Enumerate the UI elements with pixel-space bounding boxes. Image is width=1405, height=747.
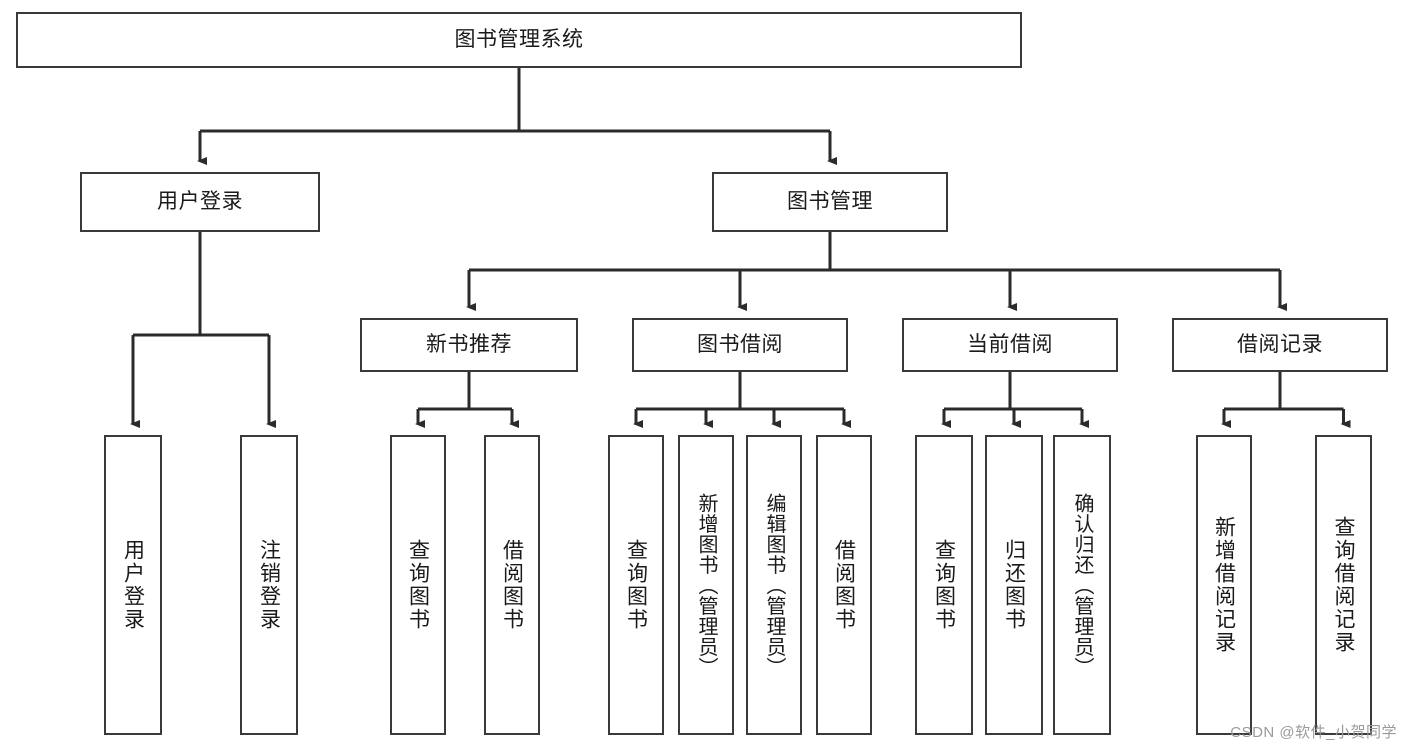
- node-book-manage[interactable]: 图书管理: [712, 172, 948, 232]
- node-leaf-add-book[interactable]: 新增图书（管理员）: [678, 435, 734, 735]
- node-label-leaf-borrow-book: 借阅图书: [832, 539, 856, 631]
- node-label-user-login: 用户登录: [157, 190, 243, 214]
- node-label-leaf-user-logout: 注销登录: [257, 539, 281, 631]
- node-new-book-recommend[interactable]: 新书推荐: [360, 318, 578, 372]
- node-label-leaf-borrow-book-rec: 借阅图书: [500, 539, 524, 631]
- node-book-borrow[interactable]: 图书借阅: [632, 318, 848, 372]
- node-label-current-borrow: 当前借阅: [967, 333, 1053, 357]
- node-label-leaf-query-book-borrow: 查询图书: [624, 539, 648, 631]
- node-label-borrow-record: 借阅记录: [1237, 333, 1323, 357]
- node-label-leaf-user-login: 用户登录: [121, 539, 145, 631]
- node-leaf-return-book[interactable]: 归还图书: [985, 435, 1043, 735]
- node-leaf-user-logout[interactable]: 注销登录: [240, 435, 298, 735]
- node-label-leaf-query-borrow-record: 查询借阅记录: [1332, 516, 1355, 654]
- node-root[interactable]: 图书管理系统: [16, 12, 1022, 68]
- node-label-new-book-recommend: 新书推荐: [426, 333, 512, 357]
- node-label-leaf-edit-book: 编辑图书（管理员）: [763, 492, 785, 678]
- node-label-root: 图书管理系统: [454, 28, 584, 52]
- node-leaf-query-book-borrow[interactable]: 查询图书: [608, 435, 664, 735]
- node-leaf-borrow-book[interactable]: 借阅图书: [816, 435, 872, 735]
- node-borrow-record[interactable]: 借阅记录: [1172, 318, 1388, 372]
- node-label-book-borrow: 图书借阅: [697, 333, 783, 357]
- node-label-leaf-add-book: 新增图书（管理员）: [695, 492, 717, 678]
- node-current-borrow[interactable]: 当前借阅: [902, 318, 1118, 372]
- node-label-book-manage: 图书管理: [787, 190, 873, 214]
- node-label-leaf-query-book-rec: 查询图书: [406, 539, 430, 631]
- node-leaf-query-book-rec[interactable]: 查询图书: [390, 435, 446, 735]
- node-label-leaf-return-book: 归还图书: [1002, 539, 1026, 631]
- node-leaf-query-borrow-record[interactable]: 查询借阅记录: [1315, 435, 1372, 735]
- node-label-leaf-add-borrow-record: 新增借阅记录: [1212, 516, 1236, 654]
- node-leaf-query-book-cur[interactable]: 查询图书: [915, 435, 973, 735]
- node-leaf-edit-book[interactable]: 编辑图书（管理员）: [746, 435, 802, 735]
- node-leaf-confirm-return[interactable]: 确认归还（管理员）: [1053, 435, 1111, 735]
- node-label-leaf-query-book-cur: 查询图书: [932, 539, 956, 631]
- node-leaf-borrow-book-rec[interactable]: 借阅图书: [484, 435, 540, 735]
- node-leaf-add-borrow-record[interactable]: 新增借阅记录: [1196, 435, 1252, 735]
- node-user-login[interactable]: 用户登录: [80, 172, 320, 232]
- node-label-leaf-confirm-return: 确认归还（管理员）: [1071, 492, 1093, 678]
- node-leaf-user-login[interactable]: 用户登录: [104, 435, 162, 735]
